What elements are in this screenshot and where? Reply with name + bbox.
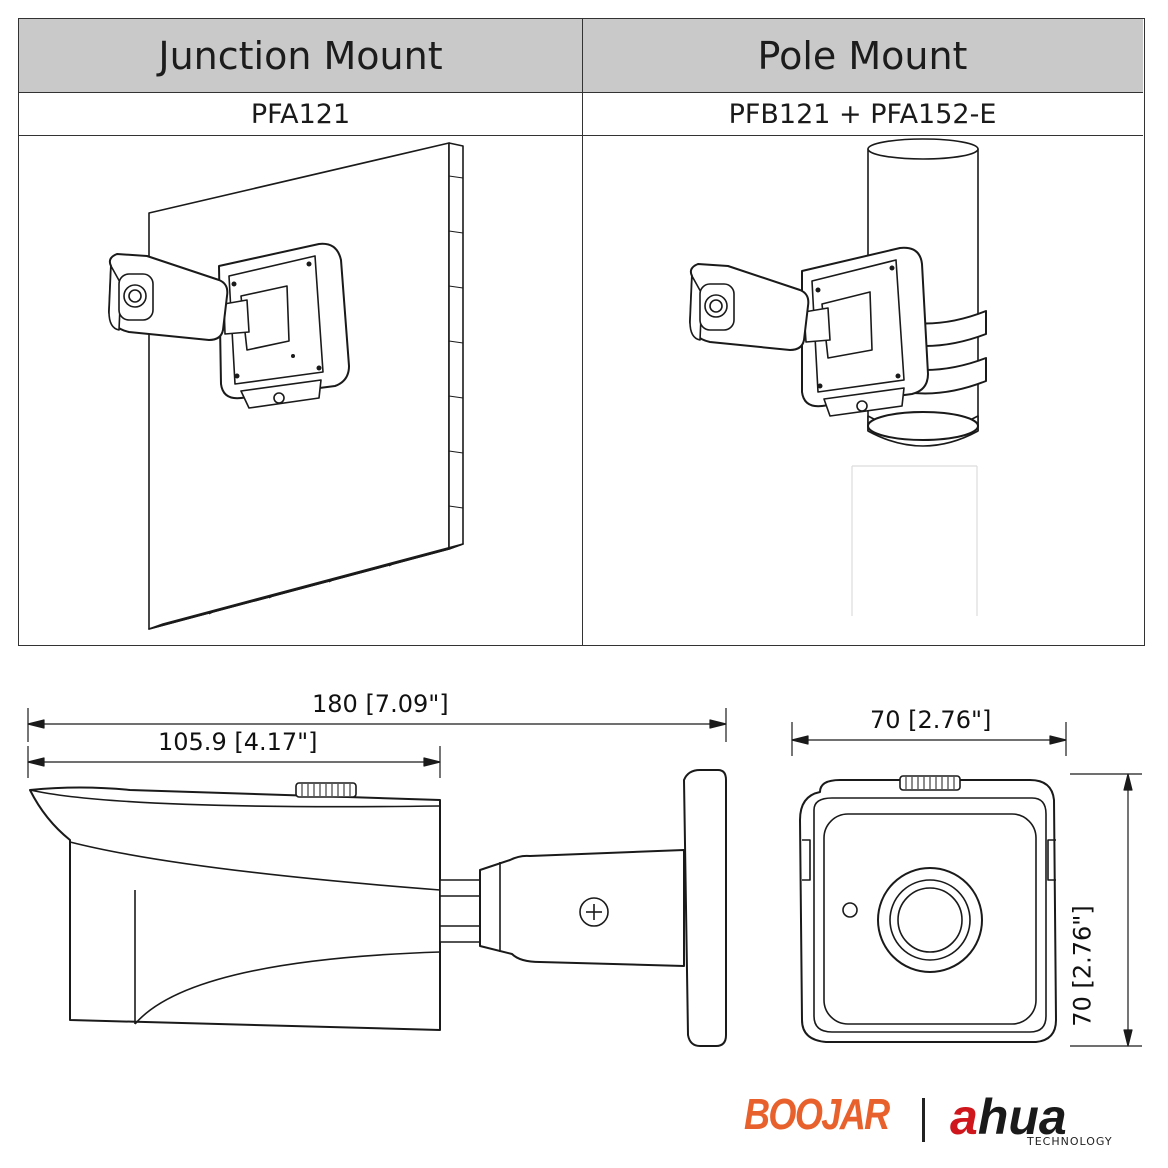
width-label: 70 [2.76"] xyxy=(870,706,992,734)
connector xyxy=(439,879,481,943)
pole-mount-header: Pole Mount xyxy=(582,19,1143,92)
wall-plate xyxy=(683,769,727,1047)
pole-mount-model: PFB121 + PFA152-E xyxy=(582,92,1143,136)
total-length-dimension xyxy=(27,708,727,742)
wall-bottom-edge xyxy=(148,543,464,630)
front-view-drawing xyxy=(791,722,1142,1047)
camera-side-body xyxy=(29,786,441,1031)
pole-mount-illustration xyxy=(689,138,987,616)
width-dimension xyxy=(791,722,1067,756)
wall-edge xyxy=(448,142,464,550)
sensor-dot xyxy=(842,902,858,918)
body-length-dimension xyxy=(27,746,441,778)
dahua-tagline: TECHNOLOGY xyxy=(1027,1135,1113,1148)
total-length-label: 180 [7.09"] xyxy=(312,690,449,718)
boojar-logo: BOOJAR xyxy=(744,1090,890,1139)
dahua-logo-a: a xyxy=(950,1089,978,1145)
logo-separator xyxy=(922,1098,925,1142)
dahua-logo: ahua xyxy=(950,1088,1067,1146)
brand-logos: BOOJAR ahua TECHNOLOGY xyxy=(744,1088,1144,1150)
pole-bottom xyxy=(867,411,979,441)
junction-mount-model: PFA121 xyxy=(19,92,582,136)
junction-mount-header: Junction Mount xyxy=(19,19,582,92)
mount-table: Junction Mount Pole Mount PFA121 PFB121 … xyxy=(18,18,1145,646)
dahua-logo-rest: hua xyxy=(977,1089,1067,1145)
side-view-drawing xyxy=(27,708,727,1047)
body-length-label: 105.9 [4.17"] xyxy=(158,728,318,756)
height-dimension xyxy=(1070,773,1142,1047)
column-divider xyxy=(582,19,583,645)
junction-mount-illustration xyxy=(108,142,464,630)
